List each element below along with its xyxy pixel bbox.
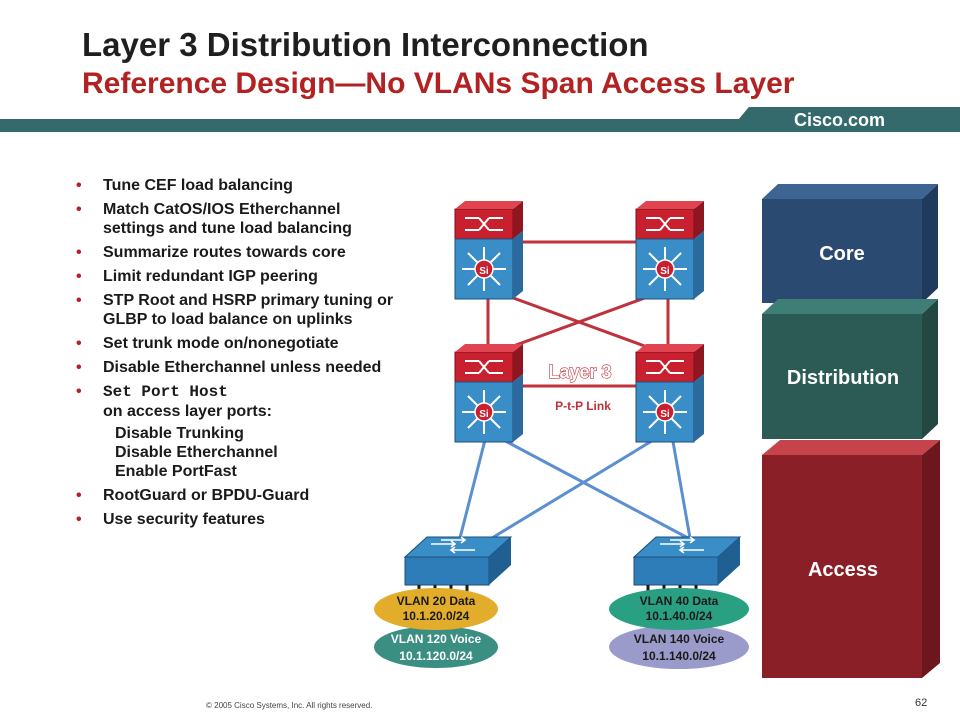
bullet-item: •Use security features — [76, 511, 265, 528]
bullet-item: •Disable Etherchannel unless needed — [76, 359, 382, 376]
bullet-item: •Summarize routes towards core — [76, 244, 346, 261]
core-switch-left: Si — [454, 200, 524, 300]
bullet-item-port-host: • Set Port Host on access layer ports: D… — [76, 382, 396, 481]
uplink-left-left — [458, 435, 488, 539]
vlan-140-name: VLAN 140 Voice — [634, 632, 725, 646]
page-number: 62 — [915, 697, 928, 709]
vlan-40-data-ellipse — [609, 588, 749, 630]
svg-text:Si: Si — [479, 409, 489, 420]
layer-bar-core — [762, 184, 938, 303]
core-switch-right: Si — [635, 200, 705, 300]
vlan-20-name: VLAN 20 Data — [397, 594, 476, 608]
layer-bar-distribution — [762, 299, 938, 439]
access-uplinks — [458, 434, 692, 540]
svg-text:Si: Si — [660, 266, 670, 277]
layer-distribution-label: Distribution — [787, 367, 899, 389]
layer-core-label: Core — [819, 243, 865, 265]
vlan-140-subnet: 10.1.140.0/24 — [642, 649, 716, 663]
access-switch-left — [403, 535, 513, 595]
layer3-links — [486, 240, 670, 388]
svg-text:Si: Si — [479, 266, 489, 277]
layer3-label: Layer 3 — [548, 362, 611, 382]
vlan-140-voice-ellipse — [609, 625, 749, 669]
cross-link-2 — [507, 294, 651, 350]
bullet-item: •Match CatOS/IOS Etherchannel settings a… — [76, 201, 352, 237]
bullet-item: •Set trunk mode on/nonegotiate — [76, 335, 339, 352]
brand-label: Cisco.com — [794, 110, 886, 130]
vlan-20-subnet: 10.1.20.0/24 — [403, 609, 470, 623]
header-bar — [0, 119, 960, 132]
uplink-left-right — [495, 434, 689, 540]
uplink-right-left — [491, 434, 661, 540]
bullet-item: •Limit redundant IGP peering — [76, 268, 318, 285]
port-host-command: Set Port Host — [103, 383, 228, 401]
port-host-subitems: Disable Trunking Disable Etherchannel En… — [115, 425, 278, 480]
ptp-link-label: P-t-P Link — [555, 399, 611, 413]
bullet-item: •RootGuard or BPDU-Guard — [76, 487, 310, 504]
layer-bar-access — [762, 440, 940, 678]
vlan-120-name: VLAN 120 Voice — [391, 632, 482, 646]
vlan-40-subnet: 10.1.40.0/24 — [646, 609, 713, 623]
vlan-120-voice-ellipse — [374, 626, 498, 668]
svg-text:Si: Si — [660, 409, 670, 420]
vlan-40-name: VLAN 40 Data — [640, 594, 719, 608]
uplink-right-right — [670, 435, 692, 539]
bullet-item: •STP Root and HSRP primary tuning or GLB… — [76, 292, 394, 328]
copyright-notice: © 2005 Cisco Systems, Inc. All rights re… — [206, 701, 373, 710]
bullet-item: •Tune CEF load balancing — [76, 177, 293, 194]
vlan-20-data-ellipse — [374, 588, 498, 630]
vlan-120-subnet: 10.1.120.0/24 — [399, 649, 473, 663]
slide-title: Layer 3 Distribution Interconnection — [82, 26, 649, 63]
slide-subtitle: Reference Design—No VLANs Span Access La… — [82, 67, 795, 100]
brand-tab — [728, 107, 960, 132]
access-switch-right — [632, 535, 742, 595]
distribution-switch-right: Si — [635, 343, 705, 443]
layer-access-label: Access — [808, 559, 878, 581]
bullet-list: •Tune CEF load balancing •Match CatOS/IO… — [76, 176, 396, 534]
distribution-switch-left: Si — [454, 343, 524, 443]
